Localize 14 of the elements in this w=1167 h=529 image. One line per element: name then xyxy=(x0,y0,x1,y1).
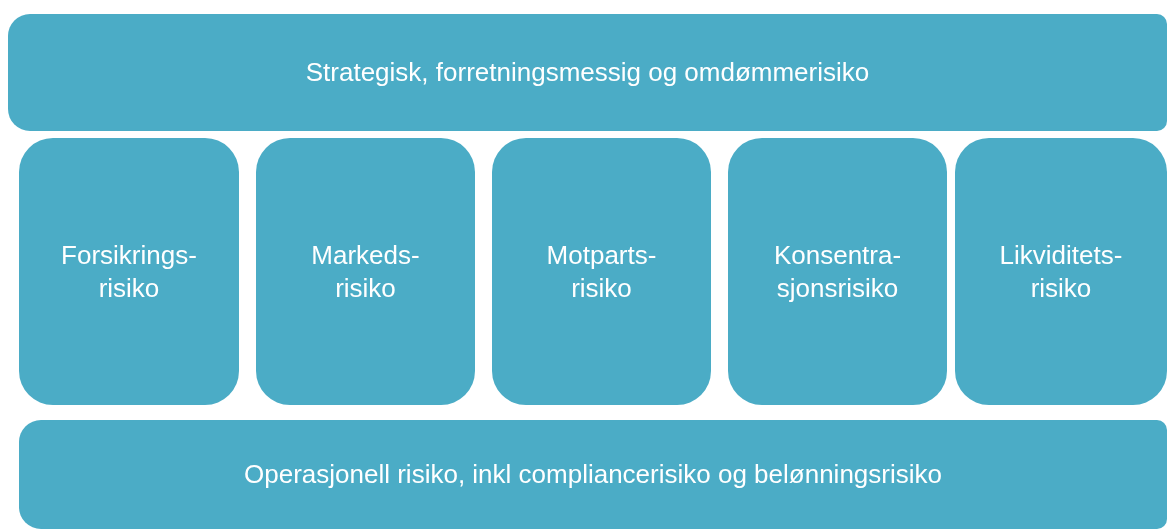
risk-label: Markeds- risiko xyxy=(310,239,421,304)
risk-label: Motparts- risiko xyxy=(545,239,658,304)
risk-column xyxy=(19,138,239,405)
risk-band xyxy=(8,14,1167,131)
risk-label: Konsentra- sjonsrisiko xyxy=(772,239,903,304)
risk-column xyxy=(728,138,947,405)
risk-label: Operasjonell risiko, inkl compliancerisiko og belønningsrisiko xyxy=(243,458,943,491)
risk-label: Likviditets- risiko xyxy=(998,239,1124,304)
risk-band xyxy=(19,420,1167,529)
risk-label: Forsikrings- risiko xyxy=(60,239,198,304)
risk-column xyxy=(955,138,1167,405)
risk-column xyxy=(492,138,711,405)
risk-column xyxy=(256,138,475,405)
risk-label: Strategisk, forretningsmessig og omdømmerisiko xyxy=(304,56,871,89)
